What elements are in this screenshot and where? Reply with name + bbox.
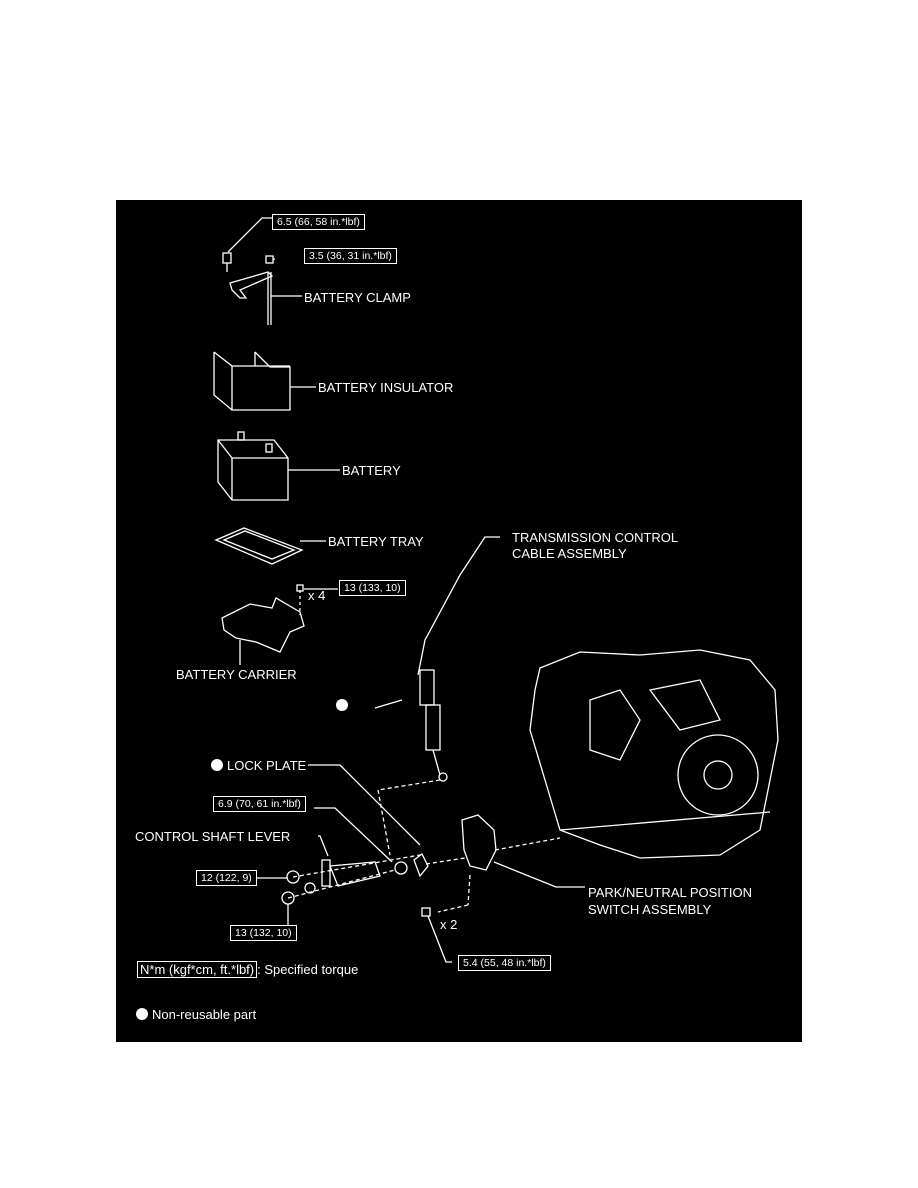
non-reusable-marker (336, 699, 348, 711)
transaxle-drawing (529, 649, 779, 859)
torque-clamp-nut: 3.5 (36, 31 in.*lbf) (304, 248, 397, 264)
battery-drawing (217, 431, 340, 501)
battery-tray-drawing (214, 527, 326, 565)
label-x2: x 2 (440, 917, 458, 932)
label-lock-plate: LOCK PLATE (211, 758, 306, 773)
torque-lever-nut: 6.9 (70, 61 in.*lbf) (213, 796, 306, 812)
label-battery-clamp: BATTERY CLAMP (304, 290, 411, 305)
label-battery: BATTERY (342, 463, 401, 478)
transmission-cable-drawing (374, 536, 500, 856)
label-battery-insulator: BATTERY INSULATOR (318, 380, 454, 395)
torque-shaft-bolt: 13 (132, 10) (230, 925, 297, 941)
non-reusable-dot-icon (211, 759, 223, 771)
torque-clamp-bolt: 6.5 (66, 58 in.*lbf) (272, 214, 365, 230)
torque-shaft-nut: 12 (122, 9) (196, 870, 257, 886)
label-pnp-switch-1: PARK/NEUTRAL POSITION (588, 885, 752, 900)
torque-switch-bolt: 5.4 (55, 48 in.*lbf) (458, 955, 551, 971)
legend-torque: N*m (kgf*cm, ft.*lbf): Specified torque (137, 961, 358, 978)
control-shaft-assembly-drawing (257, 764, 585, 963)
diagram-panel (116, 200, 802, 1042)
label-transmission-cable-1: TRANSMISSION CONTROL (512, 530, 679, 545)
torque-carrier-bolt: 13 (133, 10) (339, 580, 406, 596)
label-battery-tray: BATTERY TRAY (328, 534, 424, 549)
label-control-shaft-lever: CONTROL SHAFT LEVER (135, 829, 291, 844)
label-pnp-switch-2: SWITCH ASSEMBLY (588, 902, 712, 917)
battery-carrier-drawing (221, 584, 338, 665)
legend-non-reusable: Non-reusable part (136, 1007, 256, 1022)
label-transmission-cable-2: CABLE ASSEMBLY (512, 546, 627, 561)
non-reusable-dot-icon (136, 1008, 148, 1020)
battery-insulator-drawing (213, 351, 316, 411)
battery-clamp-drawing (222, 217, 302, 325)
label-battery-carrier: BATTERY CARRIER (176, 667, 297, 682)
label-x4: x 4 (308, 588, 326, 603)
